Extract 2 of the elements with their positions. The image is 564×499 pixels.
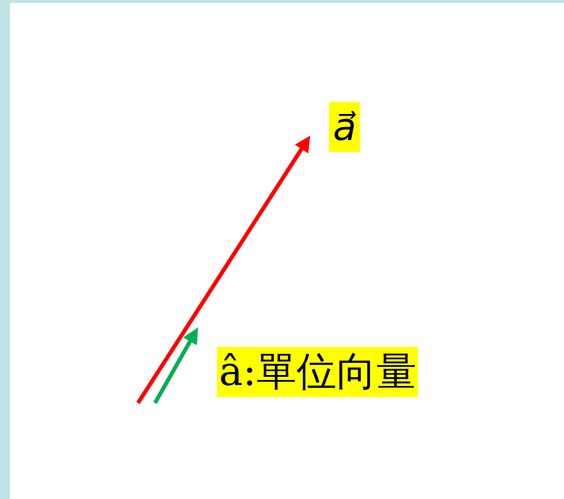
vector-label: a⃗ <box>329 102 360 152</box>
unit-vector-label: â:單位向量 <box>217 347 418 397</box>
